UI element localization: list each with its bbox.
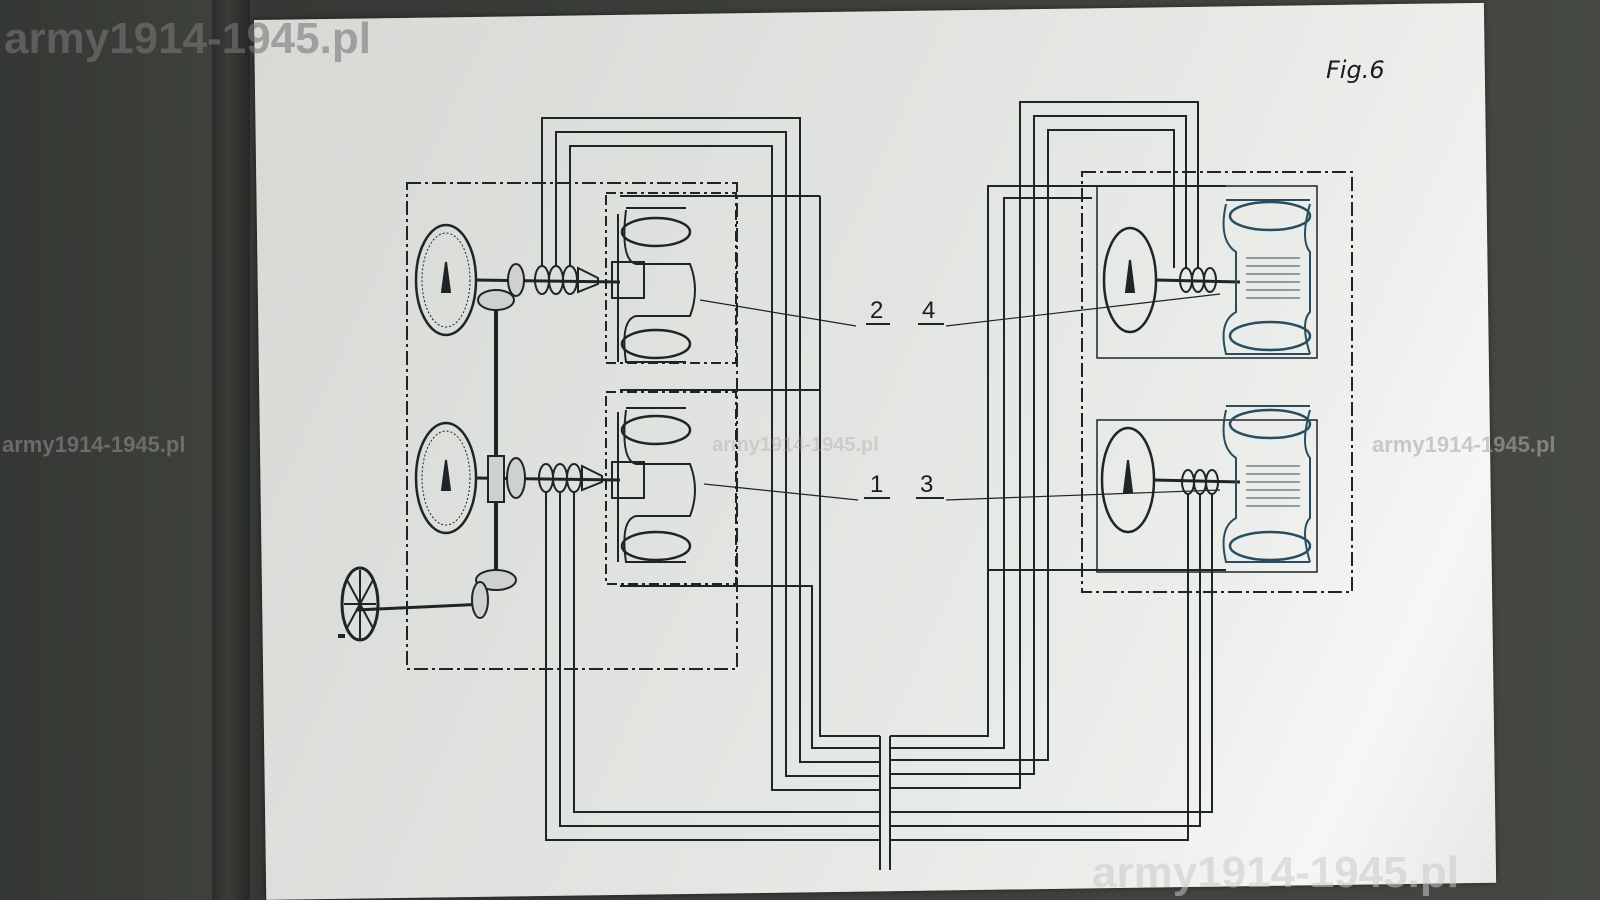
- leader-1: [703, 483, 859, 501]
- callout-3: 3: [920, 471, 933, 498]
- synchro-lower-left: [611, 407, 696, 563]
- dial-lower-left: [414, 421, 478, 535]
- callout-2: 2: [870, 297, 883, 324]
- wiring-right: [890, 101, 1226, 841]
- callout-4: 4: [922, 297, 935, 324]
- dial-lower-right: [1100, 426, 1156, 534]
- synchro-upper-left: [611, 207, 696, 363]
- wiring-left-verticals: [545, 118, 880, 841]
- dial-upper-right: [1102, 226, 1158, 334]
- left-enclosure: [406, 182, 738, 670]
- right-lower-box: [1096, 419, 1318, 573]
- wiring-upper-left: [541, 117, 820, 266]
- leader-4: [945, 293, 1221, 327]
- callout-1: 1: [870, 471, 883, 498]
- left-lower-synchro-box: [605, 391, 737, 585]
- book-spine: [212, 0, 250, 900]
- leader-2: [699, 299, 857, 327]
- figure-label: Fig.6: [1326, 56, 1385, 84]
- right-enclosure: [1081, 171, 1353, 593]
- handwheel: [338, 566, 380, 642]
- leader-3: [945, 489, 1221, 501]
- synchro-upper-right: [1222, 199, 1312, 355]
- synchro-lower-right: [1222, 405, 1312, 563]
- dial-upper-left: [414, 223, 478, 337]
